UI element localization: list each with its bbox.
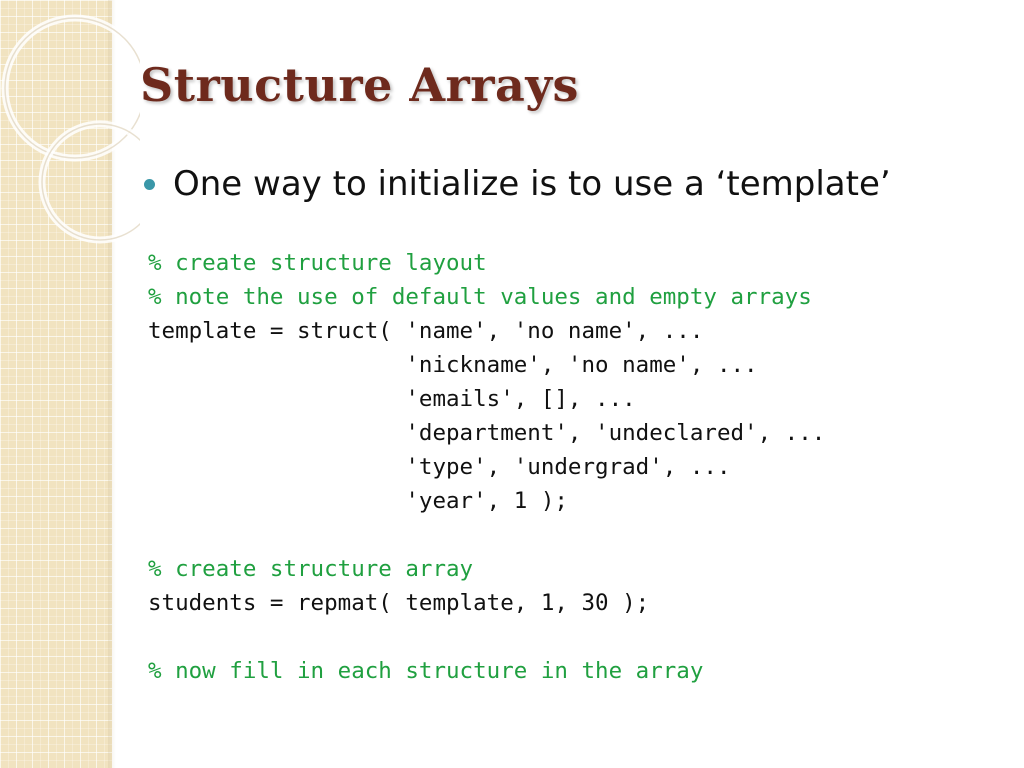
slide-title: Structure Arrays — [140, 58, 579, 112]
code-comment-line: % note the use of default values and emp… — [148, 284, 812, 310]
code-line: 'year', 1 ); — [148, 488, 568, 514]
code-comment-line: % create structure layout — [148, 250, 487, 276]
code-block: % create structure layout % note the use … — [148, 246, 1008, 688]
side-band-edge — [108, 0, 116, 768]
bullet-item: One way to initialize is to use a ‘templ… — [144, 164, 891, 204]
bullet-dot-icon — [144, 178, 155, 190]
bullet-text: One way to initialize is to use a ‘templ… — [173, 164, 891, 204]
code-line: 'department', 'undeclared', ... — [148, 420, 826, 446]
code-line: students = repmat( template, 1, 30 ); — [148, 590, 650, 616]
code-line: 'nickname', 'no name', ... — [148, 352, 758, 378]
code-blank-line — [148, 518, 1008, 552]
code-line: 'type', 'undergrad', ... — [148, 454, 731, 480]
code-line: 'emails', [], ... — [148, 386, 636, 412]
code-line: template = struct( 'name', 'no name', ..… — [148, 318, 704, 344]
decorative-rings — [1, 14, 140, 244]
code-comment-line: % create structure array — [148, 556, 474, 582]
code-blank-line — [148, 620, 1008, 654]
code-comment-line: % now fill in each structure in the arra… — [148, 658, 704, 684]
